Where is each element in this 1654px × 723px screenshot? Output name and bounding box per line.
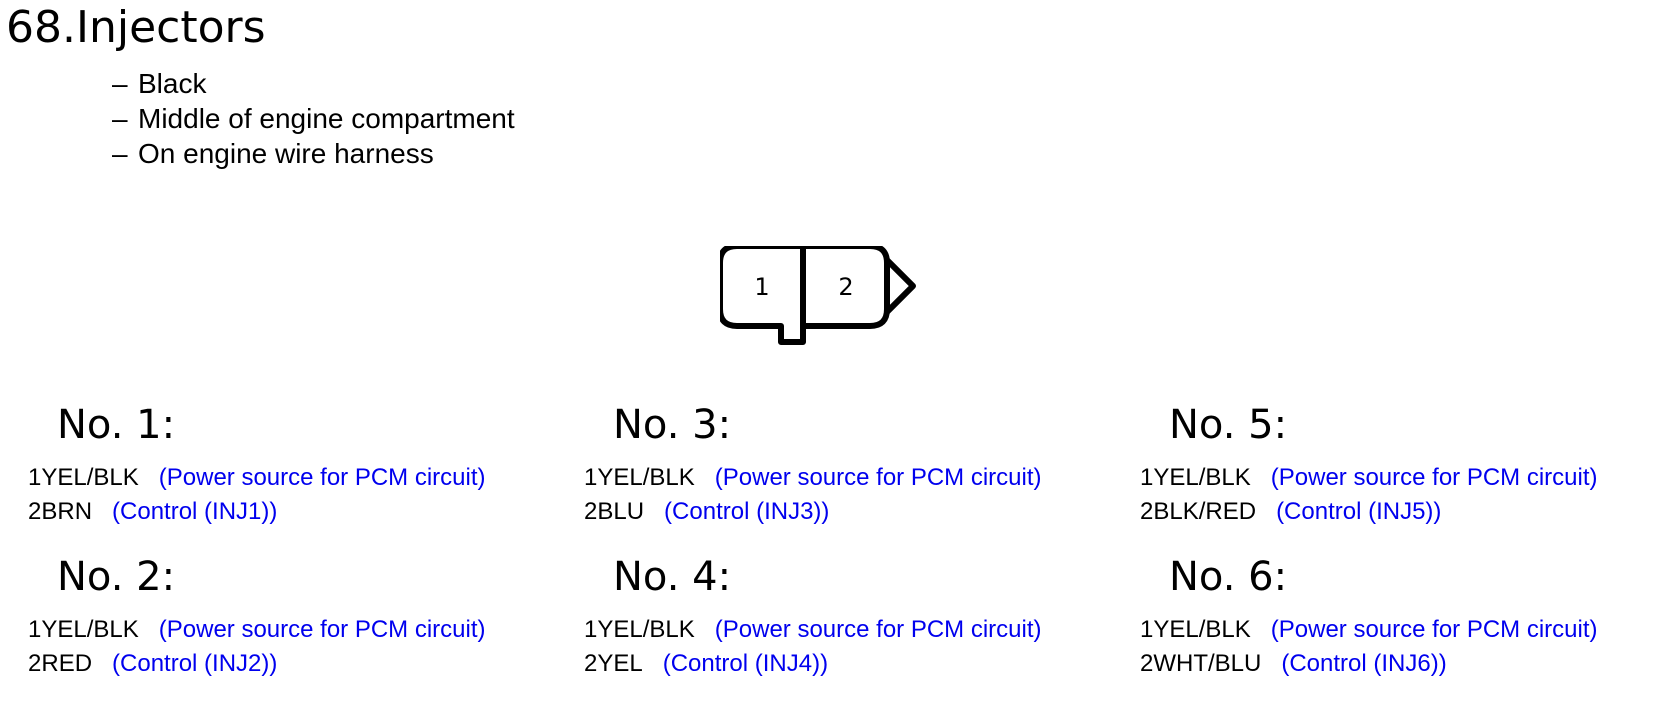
pin-description: (Power source for PCM circuit) <box>714 464 1042 491</box>
bullet-dash: – <box>112 68 128 99</box>
pin-number: 1 <box>28 616 42 643</box>
pin-number: 1 <box>1140 616 1154 643</box>
connector-body-outline <box>720 246 890 345</box>
pin-1-label: 1 <box>754 273 769 301</box>
pin-description: (Control (INJ3)) <box>664 498 830 525</box>
wire-color: YEL/BLK <box>597 464 695 491</box>
injector-1-pin-2: 2BRN (Control (INJ1)) <box>28 497 277 527</box>
bullet-harness: –On engine wire harness <box>112 136 515 171</box>
pin-number: 2 <box>1140 498 1154 525</box>
connector-diagram: 1 2 <box>720 246 916 345</box>
wire-color: YEL <box>597 650 643 677</box>
bullet-location: –Middle of engine compartment <box>112 101 515 136</box>
injector-1-pin-1: 1YEL/BLK (Power source for PCM circuit) <box>28 463 486 493</box>
injector-2-heading: No. 2: <box>57 554 176 600</box>
bullet-color: –Black <box>112 66 515 101</box>
pin-description: (Power source for PCM circuit) <box>1270 464 1598 491</box>
bullet-text: On engine wire harness <box>138 138 434 169</box>
bullet-dash: – <box>112 103 128 134</box>
pin-description: (Power source for PCM circuit) <box>714 616 1042 643</box>
connector-info-list: –Black –Middle of engine compartment –On… <box>112 66 515 171</box>
pin-number: 1 <box>584 464 598 491</box>
wire-color: RED <box>41 650 93 677</box>
pin-number: 2 <box>584 498 598 525</box>
pin-description: (Control (INJ6)) <box>1281 650 1447 677</box>
pin-description: (Power source for PCM circuit) <box>158 464 486 491</box>
wire-color: BRN <box>41 498 93 525</box>
pin-description: (Control (INJ4)) <box>662 650 829 677</box>
injector-4-pin-1: 1YEL/BLK (Power source for PCM circuit) <box>584 615 1042 645</box>
pin-number: 1 <box>28 464 42 491</box>
injector-4-pin-2: 2YEL (Control (INJ4)) <box>584 649 828 679</box>
pin-number: 2 <box>1140 650 1154 677</box>
injector-5-pin-2: 2BLK/RED (Control (INJ5)) <box>1140 497 1441 527</box>
wire-color: YEL/BLK <box>1153 464 1251 491</box>
pin-number: 2 <box>28 498 42 525</box>
bullet-text: Middle of engine compartment <box>138 103 515 134</box>
right-latch <box>884 257 916 315</box>
pin-description: (Control (INJ5)) <box>1276 498 1442 525</box>
pin-2-label: 2 <box>838 273 853 301</box>
wire-color: BLK/RED <box>1153 498 1257 525</box>
injector-3-pin-2: 2BLU (Control (INJ3)) <box>584 497 829 527</box>
pin-description: (Control (INJ2)) <box>112 650 278 677</box>
injector-5-pin-1: 1YEL/BLK (Power source for PCM circuit) <box>1140 463 1598 493</box>
injector-3-heading: No. 3: <box>613 402 732 448</box>
bullet-dash: – <box>112 138 128 169</box>
pin-number: 1 <box>1140 464 1154 491</box>
injector-2-pin-1: 1YEL/BLK (Power source for PCM circuit) <box>28 615 486 645</box>
injector-5-heading: No. 5: <box>1169 402 1288 448</box>
injector-6-pin-2: 2WHT/BLU (Control (INJ6)) <box>1140 649 1447 679</box>
pin-number: 2 <box>28 650 42 677</box>
pin-description: (Power source for PCM circuit) <box>1270 616 1598 643</box>
pin-description: (Power source for PCM circuit) <box>158 616 486 643</box>
wire-color: WHT/BLU <box>1153 650 1262 677</box>
injector-6-pin-1: 1YEL/BLK (Power source for PCM circuit) <box>1140 615 1598 645</box>
injector-4-heading: No. 4: <box>613 554 732 600</box>
pin-description: (Control (INJ1)) <box>112 498 278 525</box>
wire-color: YEL/BLK <box>1153 616 1251 643</box>
wire-color: YEL/BLK <box>597 616 695 643</box>
pin-number: 1 <box>584 616 598 643</box>
bullet-text: Black <box>138 68 207 99</box>
page-title: 68.Injectors <box>6 2 266 53</box>
injector-1-heading: No. 1: <box>57 402 176 448</box>
wire-color: YEL/BLK <box>41 464 139 491</box>
injector-3-pin-1: 1YEL/BLK (Power source for PCM circuit) <box>584 463 1042 493</box>
wire-color: YEL/BLK <box>41 616 139 643</box>
injector-6-heading: No. 6: <box>1169 554 1288 600</box>
pin-number: 2 <box>584 650 598 677</box>
wire-color: BLU <box>597 498 645 525</box>
injector-2-pin-2: 2RED (Control (INJ2)) <box>28 649 277 679</box>
